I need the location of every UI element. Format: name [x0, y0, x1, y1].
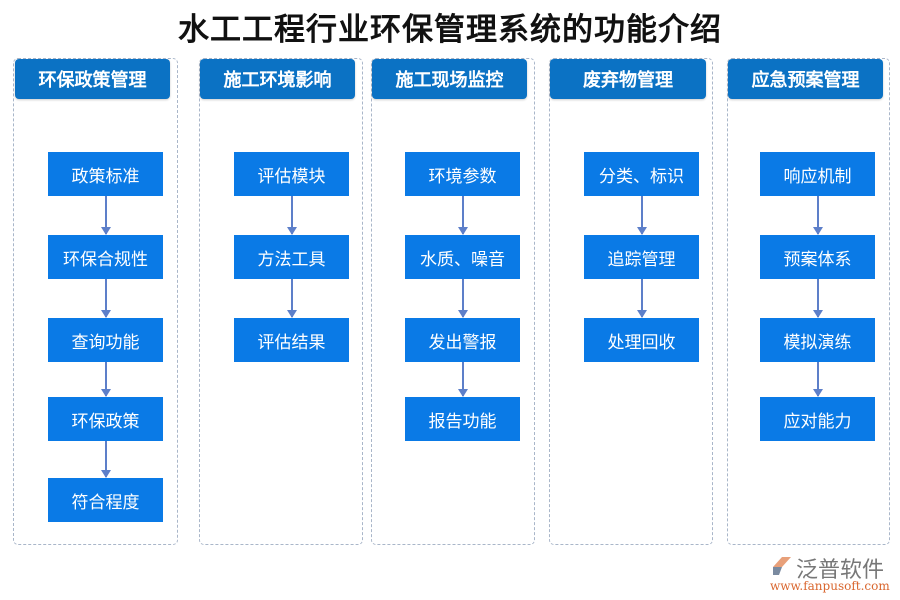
column-5	[727, 58, 890, 545]
feature-box: 模拟演练	[760, 318, 875, 362]
logo-name: 泛普软件	[796, 558, 885, 583]
arrow-down-icon	[101, 196, 111, 235]
arrow-down-icon	[458, 196, 468, 235]
arrow-down-icon	[287, 279, 297, 318]
feature-box: 评估结果	[234, 318, 349, 362]
arrow-down-icon	[637, 196, 647, 235]
column-header: 环保政策管理	[15, 59, 170, 99]
page-title: 水工工程行业环保管理系统的功能介绍	[178, 12, 722, 48]
feature-box: 应对能力	[760, 397, 875, 441]
feature-box: 环保政策	[48, 397, 163, 441]
feature-box: 追踪管理	[584, 235, 699, 279]
arrow-down-icon	[458, 362, 468, 397]
feature-box: 环保合规性	[48, 235, 163, 279]
arrow-down-icon	[287, 196, 297, 235]
column-header: 施工环境影响	[200, 59, 355, 99]
feature-box: 预案体系	[760, 235, 875, 279]
feature-box: 响应机制	[760, 152, 875, 196]
arrow-down-icon	[813, 362, 823, 397]
column-header: 废弃物管理	[550, 59, 706, 99]
feature-box: 发出警报	[405, 318, 520, 362]
feature-box: 查询功能	[48, 318, 163, 362]
column-3	[371, 58, 535, 545]
column-2	[199, 58, 363, 545]
feature-box: 水质、噪音	[405, 235, 520, 279]
column-4	[549, 58, 713, 545]
feature-box: 政策标准	[48, 152, 163, 196]
arrow-down-icon	[637, 279, 647, 318]
column-1	[13, 58, 178, 545]
arrow-down-icon	[101, 279, 111, 318]
feature-box: 方法工具	[234, 235, 349, 279]
arrow-down-icon	[813, 279, 823, 318]
feature-box: 符合程度	[48, 478, 163, 522]
feature-box: 分类、标识	[584, 152, 699, 196]
logo-url: www.fanpusoft.com	[770, 579, 890, 593]
arrow-down-icon	[101, 362, 111, 397]
logo-icon	[773, 557, 791, 575]
column-header: 施工现场监控	[372, 59, 527, 99]
arrow-down-icon	[813, 196, 823, 235]
feature-box: 报告功能	[405, 397, 520, 441]
feature-box: 处理回收	[584, 318, 699, 362]
arrow-down-icon	[101, 441, 111, 478]
column-header: 应急预案管理	[728, 59, 883, 99]
feature-box: 环境参数	[405, 152, 520, 196]
feature-box: 评估模块	[234, 152, 349, 196]
arrow-down-icon	[458, 279, 468, 318]
